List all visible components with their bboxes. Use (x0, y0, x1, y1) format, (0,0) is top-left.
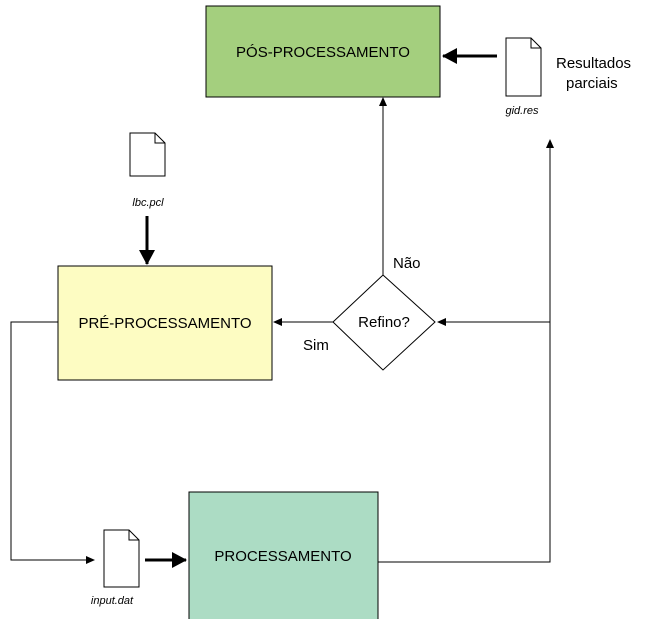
document-fold (154, 133, 165, 144)
document-icon (103, 529, 140, 588)
edge-proc-loop (378, 322, 551, 563)
decision-label: Refino? (358, 314, 410, 331)
box-pos-label: PÓS-PROCESSAMENTO (236, 44, 410, 61)
file-input: input.dat (91, 529, 140, 607)
document-fold (530, 38, 541, 49)
decision-refino: Refino? (332, 274, 436, 371)
note-partial-line1: Resultados (556, 55, 631, 72)
thick-arrows (139, 48, 497, 568)
box-pos-processamento: PÓS-PROCESSAMENTO (205, 5, 441, 98)
file-lbc: lbc.pcl (129, 132, 166, 209)
note-partial-line2: parciais (566, 75, 618, 92)
document-icon (129, 132, 166, 177)
box-processamento: PROCESSAMENTO (188, 491, 379, 619)
box-pre-rect (57, 265, 273, 381)
decision-diamond (332, 274, 436, 371)
box-pre-label: PRÉ-PROCESSAMENTO (78, 315, 251, 332)
document-fold (128, 530, 139, 541)
file-gid: gid.res (505, 37, 542, 117)
file-gid-label: gid.res (505, 105, 539, 117)
file-lbc-label: lbc.pcl (132, 197, 164, 209)
file-input-label: input.dat (91, 595, 134, 607)
edge-pre-to-input (10, 321, 95, 564)
document-icon (505, 37, 542, 97)
edge-label-no: Não (393, 255, 421, 272)
edge-label-yes: Sim (303, 337, 329, 354)
box-proc-rect (188, 491, 379, 619)
box-pre-processamento: PRÉ-PROCESSAMENTO (57, 265, 273, 381)
box-proc-label: PROCESSAMENTO (214, 548, 351, 565)
box-pos-rect (205, 5, 441, 98)
connectors (10, 97, 554, 564)
